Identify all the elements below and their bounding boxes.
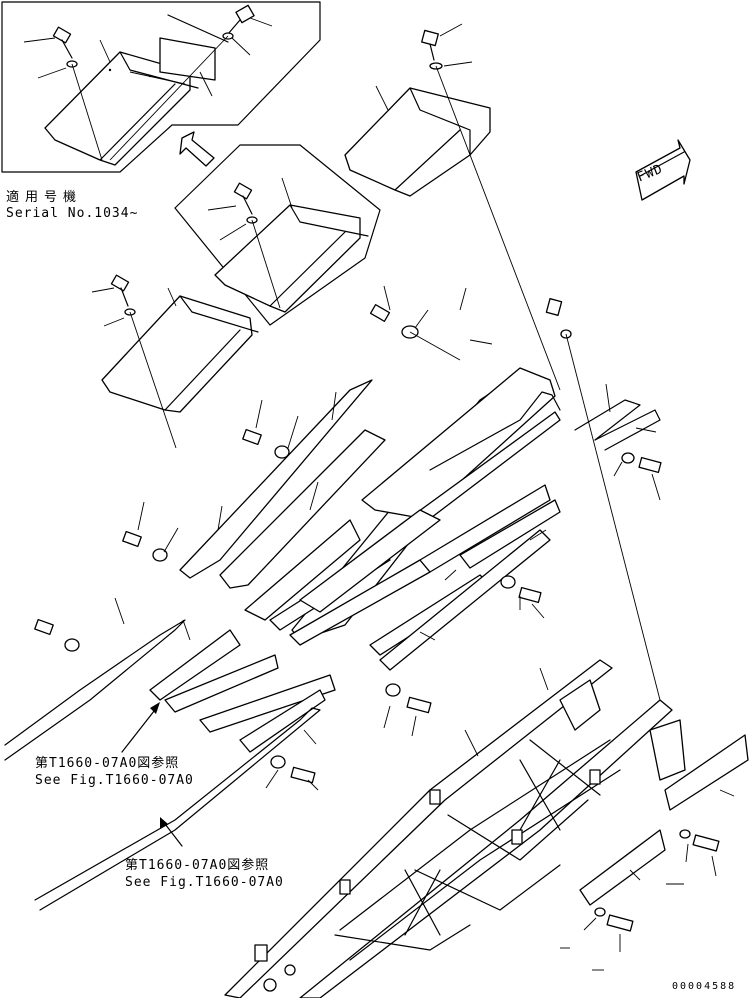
cover-upper-right — [344, 23, 561, 391]
callout-frame — [174, 144, 381, 326]
leader-lines — [114, 285, 735, 971]
chassis-frame — [224, 659, 749, 998]
reference-arrows — [121, 702, 183, 847]
inset-arrow-icon — [179, 131, 215, 167]
reference-label-2-en: See Fig.T1660-07A0 — [125, 875, 284, 890]
fasteners — [34, 298, 720, 932]
reference-label-1-jp: 第T1660-07A0図参照 — [35, 756, 180, 771]
fwd-arrow-icon — [635, 139, 691, 201]
serial-label-jp: 適用号機 — [6, 190, 83, 205]
inset-frame — [1, 1, 321, 173]
inset-cover — [23, 4, 273, 166]
side-frame-rails — [4, 367, 661, 911]
reference-label-2-jp: 第T1660-07A0図参照 — [125, 858, 270, 873]
serial-label-en: Serial No.1034~ — [6, 206, 139, 221]
drawing-code: 00004588 — [672, 981, 737, 992]
reference-label-1-en: See Fig.T1660-07A0 — [35, 773, 194, 788]
cover-left — [91, 274, 259, 449]
